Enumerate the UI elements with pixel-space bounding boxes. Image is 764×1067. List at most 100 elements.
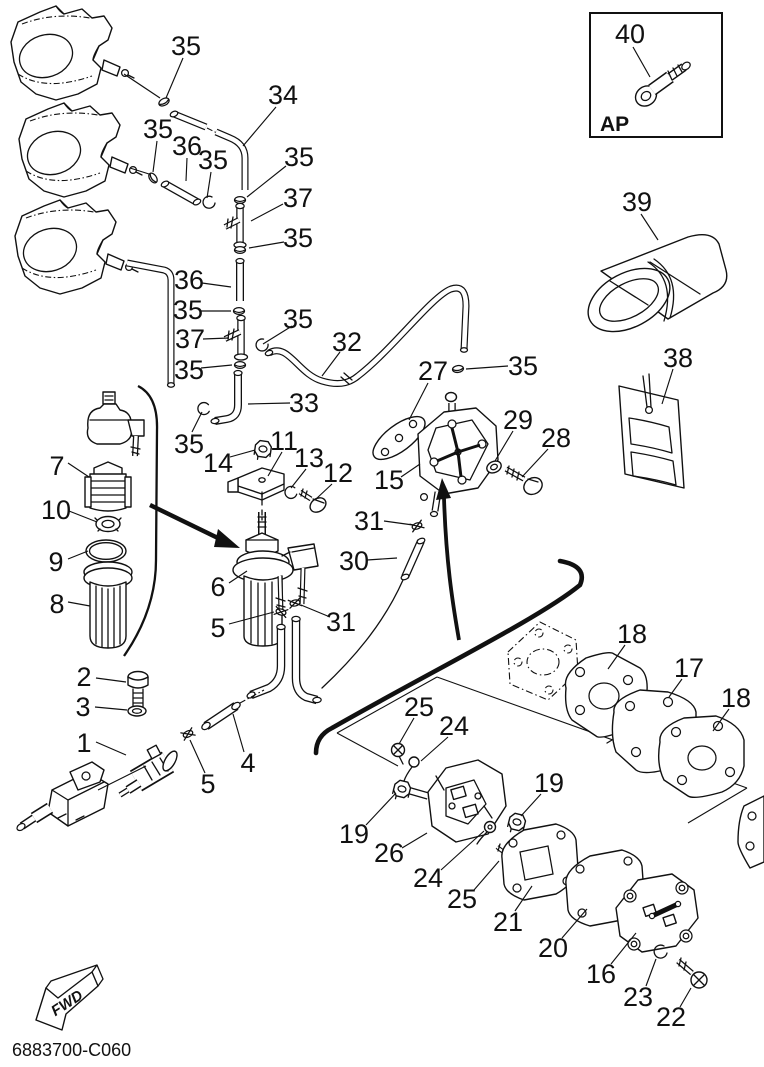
fuel-cock-1 bbox=[118, 744, 178, 798]
part-label-13: 13 bbox=[294, 443, 324, 473]
edge-plate-partial bbox=[737, 795, 764, 869]
part-label-35: 35 bbox=[283, 223, 313, 253]
filter-element-7 bbox=[84, 461, 132, 512]
part-label-21: 21 bbox=[493, 907, 523, 937]
part-label-35: 35 bbox=[143, 114, 173, 144]
part-label-14: 14 bbox=[203, 448, 233, 478]
part-label-1: 1 bbox=[76, 728, 91, 758]
part-label-34: 34 bbox=[268, 80, 298, 110]
tube-30 bbox=[400, 519, 426, 581]
drawing-code: 6883700-C060 bbox=[12, 1040, 131, 1060]
gasket-21 bbox=[501, 823, 579, 901]
part-label-9: 9 bbox=[48, 547, 63, 577]
fuel-filter-exploded bbox=[83, 391, 240, 649]
part-label-18: 18 bbox=[721, 683, 751, 713]
bracket-group bbox=[227, 439, 327, 521]
part-label-36: 36 bbox=[172, 131, 202, 161]
part-label-23: 23 bbox=[623, 982, 653, 1012]
part-label-8: 8 bbox=[49, 589, 64, 619]
part-label-5: 5 bbox=[200, 769, 215, 799]
part-label-15: 15 bbox=[374, 465, 404, 495]
part-label-37: 37 bbox=[283, 183, 313, 213]
fwd-arrow: FWD bbox=[35, 964, 104, 1031]
part-label-35: 35 bbox=[198, 145, 228, 175]
valve-24b bbox=[476, 820, 497, 845]
part-label-26: 26 bbox=[374, 838, 404, 868]
screw-22 bbox=[676, 957, 708, 989]
part-label-35: 35 bbox=[283, 304, 313, 334]
part-label-27: 27 bbox=[418, 356, 448, 386]
fuel-hose-routing-upper bbox=[126, 95, 271, 425]
arrow-to-pump bbox=[436, 478, 461, 641]
part-label-25: 25 bbox=[447, 884, 477, 914]
screw-25a bbox=[390, 742, 406, 765]
nut-19a bbox=[390, 778, 413, 803]
bolt-2 bbox=[127, 670, 149, 708]
filter-assembly-6 bbox=[232, 512, 319, 647]
part-label-35: 35 bbox=[174, 355, 204, 385]
valve-24a bbox=[403, 756, 420, 782]
fuel-joint bbox=[16, 761, 109, 832]
washer-23 bbox=[653, 944, 668, 959]
part-label-6: 6 bbox=[210, 572, 225, 602]
part-label-28: 28 bbox=[541, 423, 571, 453]
carb-base-phantom bbox=[507, 621, 579, 701]
part-label-10: 10 bbox=[41, 495, 71, 525]
part-label-35: 35 bbox=[174, 429, 204, 459]
carburetor-bank bbox=[10, 5, 161, 295]
filter-cup-8 bbox=[83, 561, 133, 649]
fitting-40 bbox=[634, 61, 691, 107]
part-label-37: 37 bbox=[175, 324, 205, 354]
part-label-36: 36 bbox=[174, 265, 204, 295]
inset-tag-text: AP bbox=[600, 113, 629, 136]
part-label-22: 22 bbox=[656, 1002, 686, 1032]
fuel-connector-group bbox=[16, 670, 178, 832]
part-label-32: 32 bbox=[332, 327, 362, 357]
bracket-11 bbox=[227, 467, 285, 521]
part-label-31: 31 bbox=[326, 607, 356, 637]
fuel-pump-15 bbox=[417, 391, 499, 518]
bolt-28 bbox=[504, 465, 543, 496]
part-label-35: 35 bbox=[508, 351, 538, 381]
part-label-16: 16 bbox=[586, 959, 616, 989]
part-label-25: 25 bbox=[404, 692, 434, 722]
inset-box-40: AP bbox=[589, 12, 723, 138]
tube-4 bbox=[180, 689, 265, 741]
part-label-24: 24 bbox=[413, 863, 443, 893]
part-label-39: 39 bbox=[622, 187, 652, 217]
part-label-35: 35 bbox=[171, 31, 201, 61]
part-label-19: 19 bbox=[534, 768, 564, 798]
filter-outlet-hoses bbox=[246, 615, 322, 705]
t-fitting-37-upper bbox=[223, 202, 247, 249]
part-label-11: 11 bbox=[270, 426, 298, 456]
hose-32 bbox=[264, 284, 470, 387]
part-label-31: 31 bbox=[354, 506, 384, 536]
filter-nut-10 bbox=[94, 515, 122, 533]
part-label-18: 18 bbox=[617, 619, 647, 649]
bolt-12 bbox=[298, 488, 327, 513]
gasket-18b bbox=[657, 715, 745, 799]
arrow-to-filter bbox=[149, 503, 240, 548]
silencer-39 bbox=[587, 234, 728, 333]
part-label-4: 4 bbox=[240, 748, 255, 778]
part-label-2: 2 bbox=[76, 662, 91, 692]
part-label-12: 12 bbox=[323, 458, 353, 488]
part-label-17: 17 bbox=[674, 653, 704, 683]
part-label-35: 35 bbox=[173, 295, 203, 325]
filter-oring-9 bbox=[85, 539, 127, 563]
part-label-40: 40 bbox=[615, 19, 645, 49]
part-label-7: 7 bbox=[49, 451, 64, 481]
lower-pump-group bbox=[390, 621, 764, 989]
part-label-24: 24 bbox=[439, 711, 469, 741]
fuel-pump-15-group bbox=[372, 391, 543, 641]
part-label-20: 20 bbox=[538, 933, 568, 963]
part-label-19: 19 bbox=[339, 819, 369, 849]
part-label-5: 5 bbox=[210, 613, 225, 643]
part-label-35: 35 bbox=[284, 142, 314, 172]
leader-lines bbox=[67, 46, 730, 1008]
tag-38 bbox=[618, 373, 685, 489]
part-label-33: 33 bbox=[289, 388, 319, 418]
